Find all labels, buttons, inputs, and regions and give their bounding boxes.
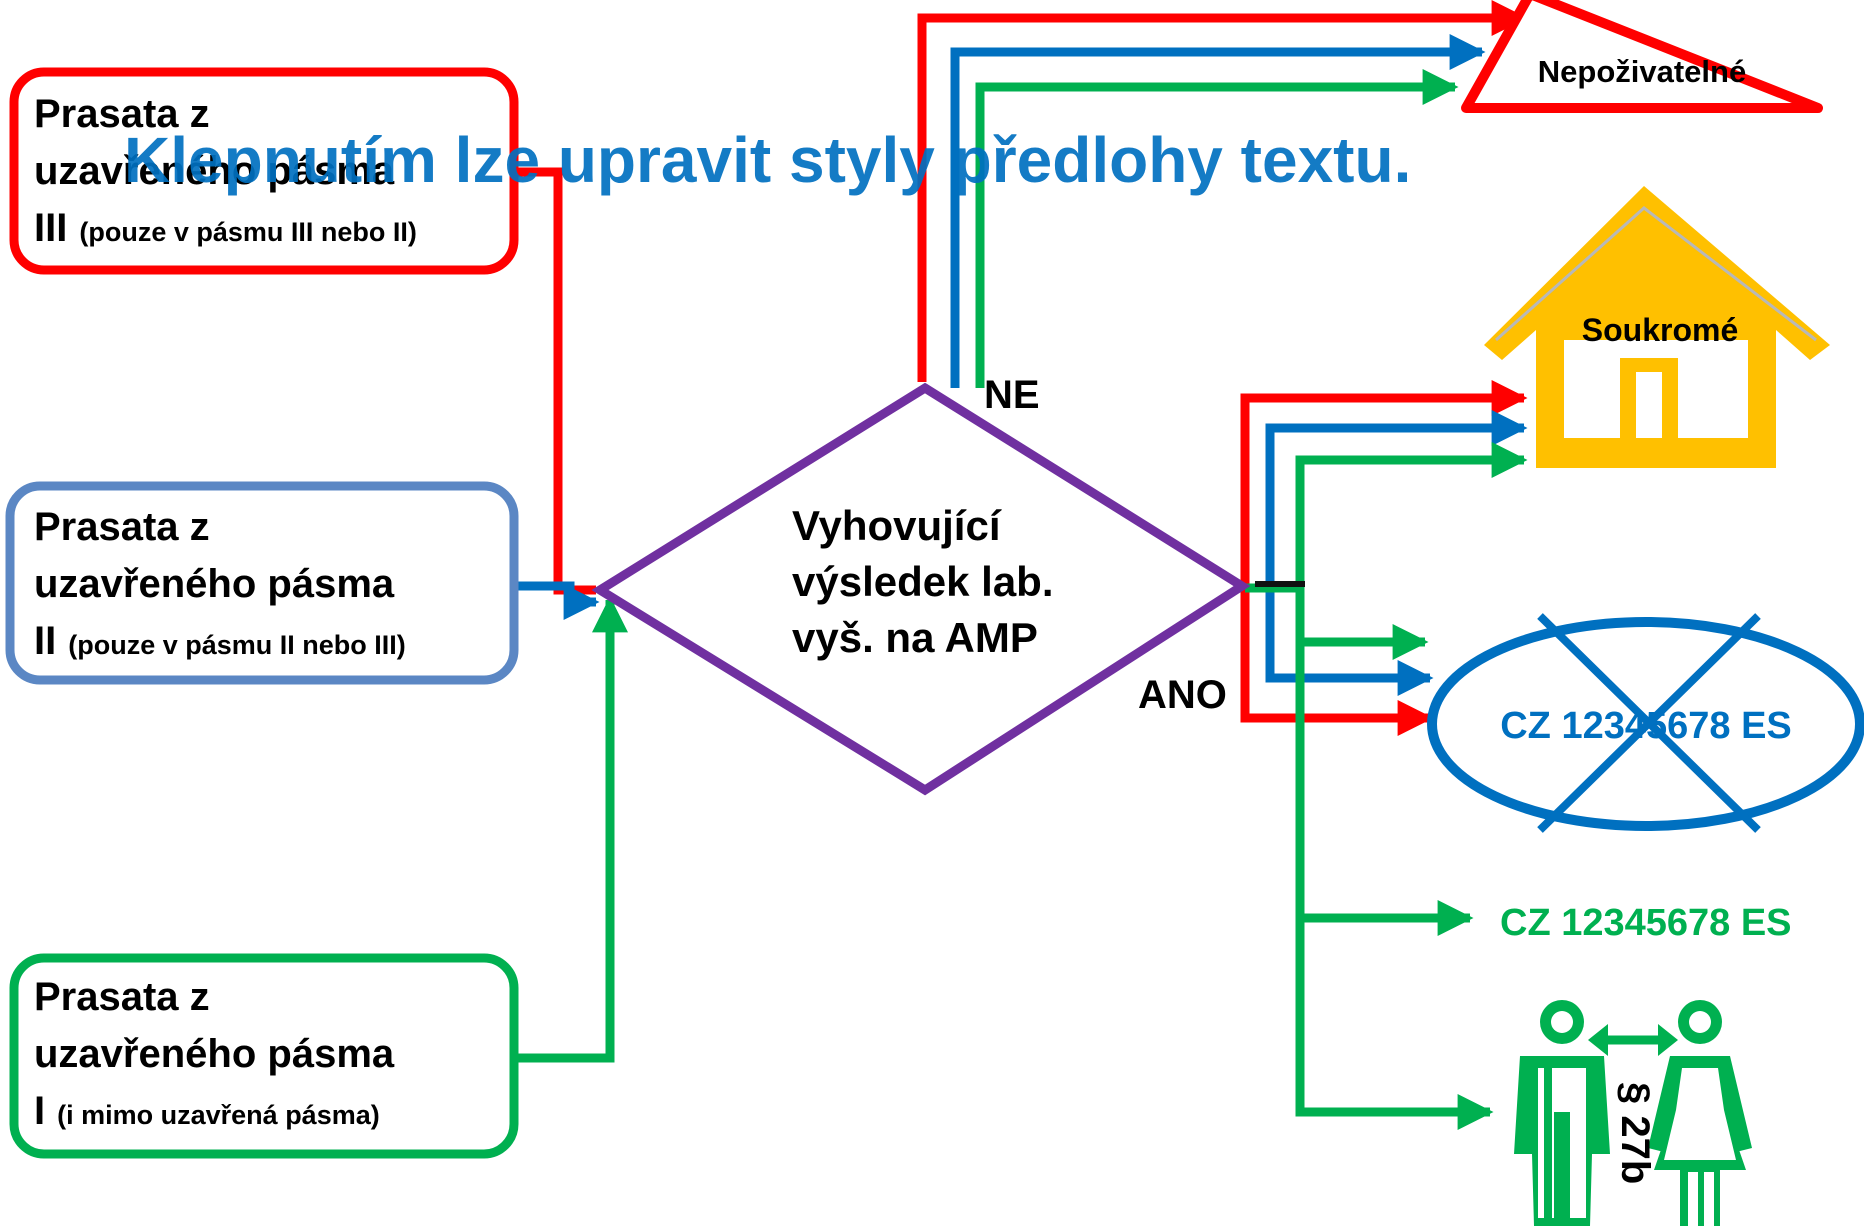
branch-yes-label: ANO [1138, 673, 1227, 717]
svg-text:II(pouze v pásmu II nebo III): II (pouze v pásmu II nebo III) [34, 619, 406, 663]
source-line1: Prasata z [34, 92, 210, 136]
source-numeral: III [34, 206, 67, 250]
man-icon [1514, 1000, 1610, 1226]
source-note: (pouze v pásmu II nebo III) [68, 630, 406, 660]
branch-no-label: NE [984, 373, 1040, 417]
crossed-oval-mark: CZ 12345678 ES [1427, 613, 1864, 833]
blue-path [512, 34, 1528, 696]
decision-diamond: Vyhovující výsledek lab. vyš. na AMP [591, 382, 1251, 796]
source-note: (pouze v pásmu III nebo II) [79, 217, 417, 247]
double-arrow-icon [1588, 1024, 1678, 1056]
source-box-zone3: Prasata z uzavřeného pásma III (pouze v p… [9, 67, 519, 275]
source-box-zone1: Prasata z uzavřeného pásma I (i mimo uzav… [9, 953, 519, 1159]
source-line1: Prasata z [34, 505, 210, 549]
placeholder-title[interactable]: Klepnutím lze upravit styly předlohy tex… [124, 124, 1411, 196]
decision-line-3: vyš. na AMP [792, 614, 1038, 661]
source-note: (i mimo uzavřená pásma) [57, 1100, 380, 1130]
decision-line-1: Vyhovující [792, 502, 1002, 549]
source-numeral: II [34, 619, 56, 663]
source-box-zone2: Prasata z uzavřeného pásma II (pouze v pá… [5, 481, 519, 685]
source-line2: uzavřeného pásma [34, 149, 395, 193]
decision-line-2: výsledek lab. [792, 558, 1054, 605]
source-line1: Prasata z [34, 975, 210, 1019]
woman-icon [1648, 1000, 1752, 1226]
source-numeral: I [34, 1089, 45, 1133]
svg-text:III(pouze v pásmu III nebo II): III (pouze v pásmu III nebo II) [34, 206, 417, 250]
paragraph-label: § 27b [1613, 1082, 1657, 1184]
source-line2: uzavřeného pásma [34, 562, 395, 606]
cross-line-2 [1537, 613, 1761, 833]
inedible-label: Nepoživatelné [1538, 54, 1746, 89]
house-icon: Soukromé [1484, 186, 1830, 468]
source-line2: uzavřeného pásma [34, 1032, 395, 1076]
green-mark-label: CZ 12345678 ES [1500, 902, 1792, 944]
green-path [512, 69, 1528, 1130]
svg-text:I(i mimo uzavřená pásma): I (i mimo uzavřená pásma) [34, 1089, 380, 1133]
inedible-warning-triangle: Nepoživatelné [1461, 0, 1823, 113]
private-label: Soukromé [1582, 312, 1738, 348]
